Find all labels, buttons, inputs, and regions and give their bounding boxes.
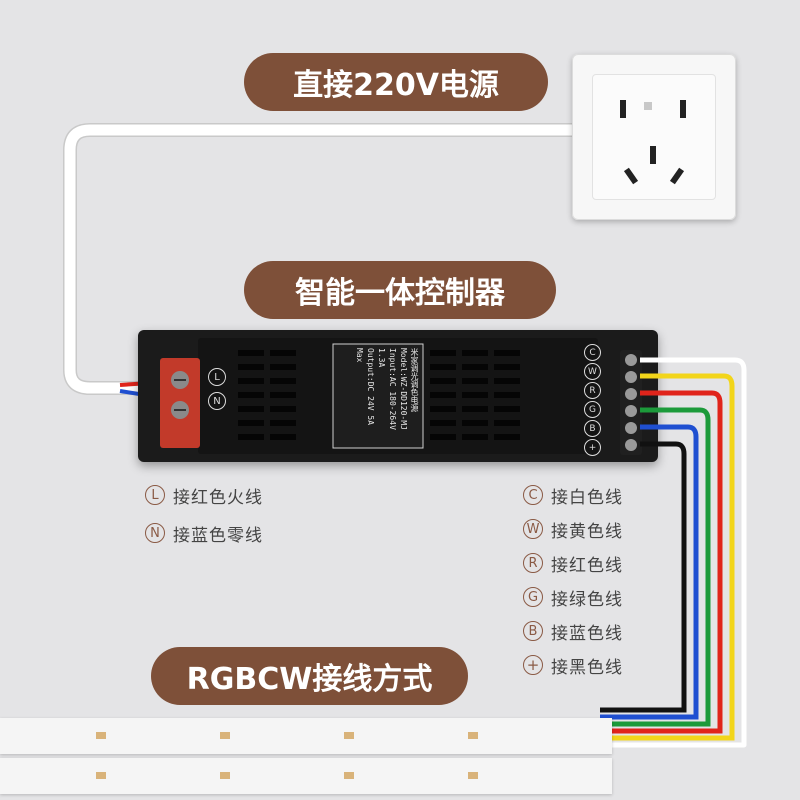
wire-green <box>600 407 711 727</box>
device-label-line: Input:AC 180-264V 1.3A <box>377 348 397 430</box>
right-marking: G <box>584 401 601 418</box>
led-chips <box>96 732 478 739</box>
right-marking: R <box>584 382 601 399</box>
right-marking: C <box>584 344 601 361</box>
controller-title: 智能一体控制器 <box>295 276 505 311</box>
legend-row: L 接红色火线 <box>145 478 263 512</box>
wire-blue <box>600 424 699 720</box>
wire-red <box>600 390 723 734</box>
legend-row: C 接白色线 <box>523 478 623 512</box>
legend-text: 接黄色线 <box>551 521 623 542</box>
terminal-screws <box>625 354 637 451</box>
legend-row: B 接蓝色线 <box>523 614 623 648</box>
led-strip <box>0 718 612 754</box>
terminal-symbol: R <box>523 553 543 573</box>
power-title-pill: 直接220V电源 <box>244 53 548 111</box>
terminal-symbol: + <box>523 655 543 675</box>
smart-controller: 米家调光调色电源 Model:WZ-DD120-MJ Input:AC 180-… <box>138 330 658 462</box>
legend-row: N 接蓝色零线 <box>145 516 263 550</box>
controller-title-pill: 智能一体控制器 <box>244 261 556 319</box>
outlet-holes-icon <box>620 100 686 185</box>
terminal-symbol: N <box>145 523 165 543</box>
right-terminal-legend: C 接白色线 W 接黄色线 R 接红色线 G 接绿色线 B 接蓝色线 + 接黑色… <box>523 478 623 682</box>
legend-row: R 接红色线 <box>523 546 623 580</box>
led-strip <box>0 758 612 794</box>
power-title: 直接220V电源 <box>293 68 499 103</box>
right-marking: W <box>584 363 601 380</box>
wiring-title-pill: RGBCW接线方式 <box>151 647 468 705</box>
wire-yellow <box>600 373 735 741</box>
input-terminal-block <box>160 358 200 448</box>
terminal-symbol: C <box>523 485 543 505</box>
terminal-symbol: L <box>145 485 165 505</box>
legend-text: 接红色火线 <box>173 487 263 508</box>
device-label-line: Model:WZ-DD120-MJ <box>399 348 408 430</box>
device-label-line: Output:DC 24V 5A Max <box>355 348 375 426</box>
legend-row: + 接黑色线 <box>523 648 623 682</box>
legend-text: 接蓝色零线 <box>173 525 263 546</box>
terminal-screws <box>171 371 189 419</box>
left-marking-L: L <box>208 368 226 386</box>
right-marking: B <box>584 420 601 437</box>
wire-black <box>600 441 687 713</box>
wire-white <box>600 357 747 748</box>
wiring-title: RGBCW接线方式 <box>186 662 433 697</box>
terminal-symbol: W <box>523 519 543 539</box>
legend-row: W 接黄色线 <box>523 512 623 546</box>
controller-vents <box>198 338 598 454</box>
terminal-symbol: B <box>523 621 543 641</box>
outlet-face <box>592 74 716 200</box>
legend-row: G 接绿色线 <box>523 580 623 614</box>
left-terminal-legend: L 接红色火线 N 接蓝色零线 <box>145 478 263 550</box>
terminal-symbol: G <box>523 587 543 607</box>
right-markings: C W R G B + <box>584 344 604 456</box>
output-terminal-block <box>620 350 642 455</box>
led-chips <box>96 772 478 779</box>
legend-text: 接白色线 <box>551 487 623 508</box>
legend-text: 接蓝色线 <box>551 623 623 644</box>
legend-text: 接绿色线 <box>551 589 623 610</box>
device-label: 米家调光调色电源 Model:WZ-DD120-MJ Input:AC 180-… <box>336 348 420 444</box>
device-label-line: 米家调光调色电源 <box>410 348 419 412</box>
legend-text: 接黑色线 <box>551 657 623 678</box>
left-marking-N: N <box>208 392 226 410</box>
right-marking: + <box>584 439 601 456</box>
legend-text: 接红色线 <box>551 555 623 576</box>
wall-outlet <box>572 54 736 220</box>
